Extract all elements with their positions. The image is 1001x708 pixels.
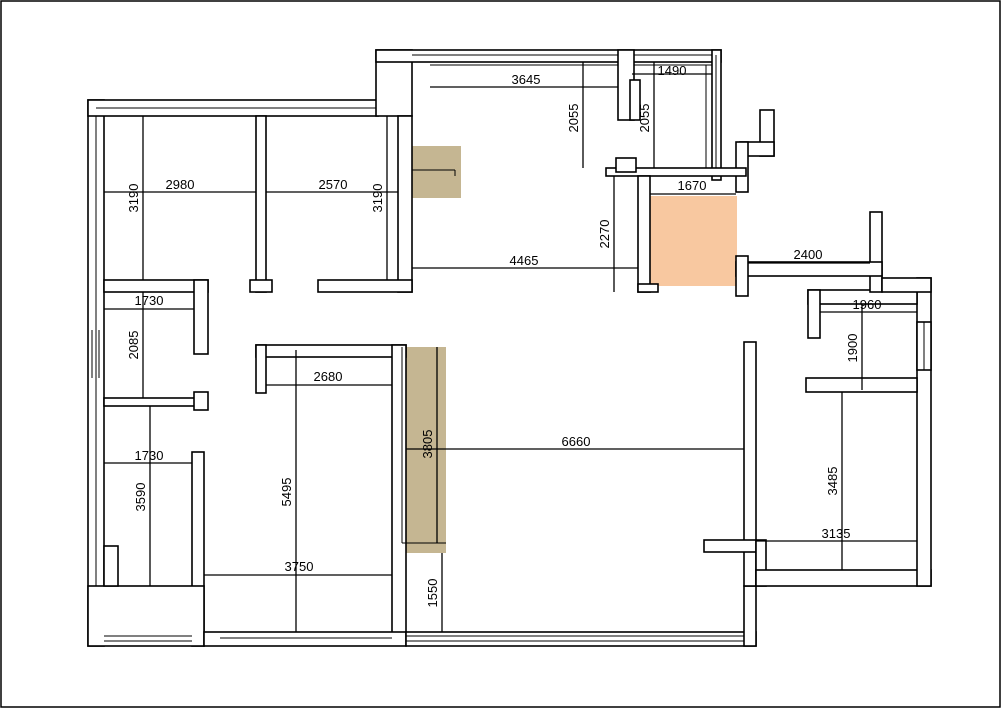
wall-master-right bbox=[391, 344, 407, 646]
wall-core-bottom bbox=[637, 283, 659, 293]
wall-master-top bbox=[255, 344, 407, 358]
wall-core-nub bbox=[615, 157, 637, 173]
wall-top-upper bbox=[375, 49, 722, 63]
wall-right-balcony-top bbox=[881, 277, 932, 293]
dim-label-1960: 1960 bbox=[853, 297, 882, 312]
wall-right-bedroom-bottom bbox=[755, 569, 932, 587]
wall-bedroom-bottom bbox=[317, 279, 413, 293]
wall-bedroom-divider-1 bbox=[255, 115, 267, 293]
wall-stair-c bbox=[735, 141, 749, 193]
dim-label-1490: 1490 bbox=[658, 63, 687, 78]
wall-master-left-stub bbox=[255, 344, 267, 394]
wall-hall-right-stub bbox=[735, 255, 749, 297]
dim-label-2270: 2270 bbox=[597, 220, 612, 249]
wall-living-right bbox=[743, 341, 757, 587]
dim-label-2980: 2980 bbox=[166, 177, 195, 192]
highlight-zone-upper bbox=[408, 146, 461, 198]
dim-label-4465: 4465 bbox=[510, 253, 539, 268]
dim-label-2400: 2400 bbox=[794, 247, 823, 262]
dim-label-3590: 3590 bbox=[133, 483, 148, 512]
dim-label-3190a: 3190 bbox=[126, 184, 141, 213]
wall-right-bath-left bbox=[807, 289, 821, 339]
dim-label-1900: 1900 bbox=[845, 334, 860, 363]
dim-label-1550: 1550 bbox=[425, 579, 440, 608]
wall-kitchen-divider-b bbox=[629, 79, 641, 121]
dim-label-1730a: 1730 bbox=[135, 293, 164, 308]
dim-label-2085: 2085 bbox=[126, 331, 141, 360]
dim-label-3190b: 3190 bbox=[370, 184, 385, 213]
dim-label-6660: 6660 bbox=[562, 434, 591, 449]
walls bbox=[87, 49, 932, 647]
wall-lower-bedroom-bottom bbox=[87, 585, 205, 647]
wall-core-top bbox=[605, 167, 747, 177]
dim-label-3645: 3645 bbox=[512, 72, 541, 87]
dim-label-3805: 3805 bbox=[420, 430, 435, 459]
wall-bath-bottom bbox=[103, 397, 207, 407]
wall-master-bottom bbox=[203, 631, 407, 647]
wall-living-right-stub bbox=[703, 539, 757, 553]
dim-label-1670: 1670 bbox=[678, 178, 707, 193]
dimension-lines bbox=[104, 62, 917, 632]
dim-label-5495: 5495 bbox=[279, 478, 294, 507]
dim-label-2055a: 2055 bbox=[566, 104, 581, 133]
wall-bath-right bbox=[193, 279, 209, 355]
dimension-labels: 3645 1490 2055 2055 3190 2980 2570 3190 … bbox=[126, 63, 881, 607]
dim-label-2680: 2680 bbox=[314, 369, 343, 384]
wall-living-right-window bbox=[743, 585, 757, 647]
dim-label-3135: 3135 bbox=[822, 526, 851, 541]
dim-label-3750: 3750 bbox=[285, 559, 314, 574]
dim-label-1730b: 1730 bbox=[135, 448, 164, 463]
wall-right-balcony bbox=[869, 211, 883, 293]
wall-bath-nub bbox=[193, 391, 209, 411]
wall-core-left bbox=[637, 175, 651, 293]
dim-label-2570: 2570 bbox=[319, 177, 348, 192]
wall-living-bottom bbox=[405, 631, 757, 647]
dim-label-2055b: 2055 bbox=[637, 104, 652, 133]
wall-bedroom-bottom-left bbox=[103, 279, 209, 293]
wall-bedroom-divider-1-foot bbox=[249, 279, 273, 293]
wall-hall-top-right bbox=[735, 261, 883, 277]
wall-closet bbox=[103, 545, 119, 587]
dim-label-3485: 3485 bbox=[825, 467, 840, 496]
highlight-zone-orange bbox=[644, 196, 737, 286]
wall-bedroom-divider-2 bbox=[397, 115, 413, 293]
